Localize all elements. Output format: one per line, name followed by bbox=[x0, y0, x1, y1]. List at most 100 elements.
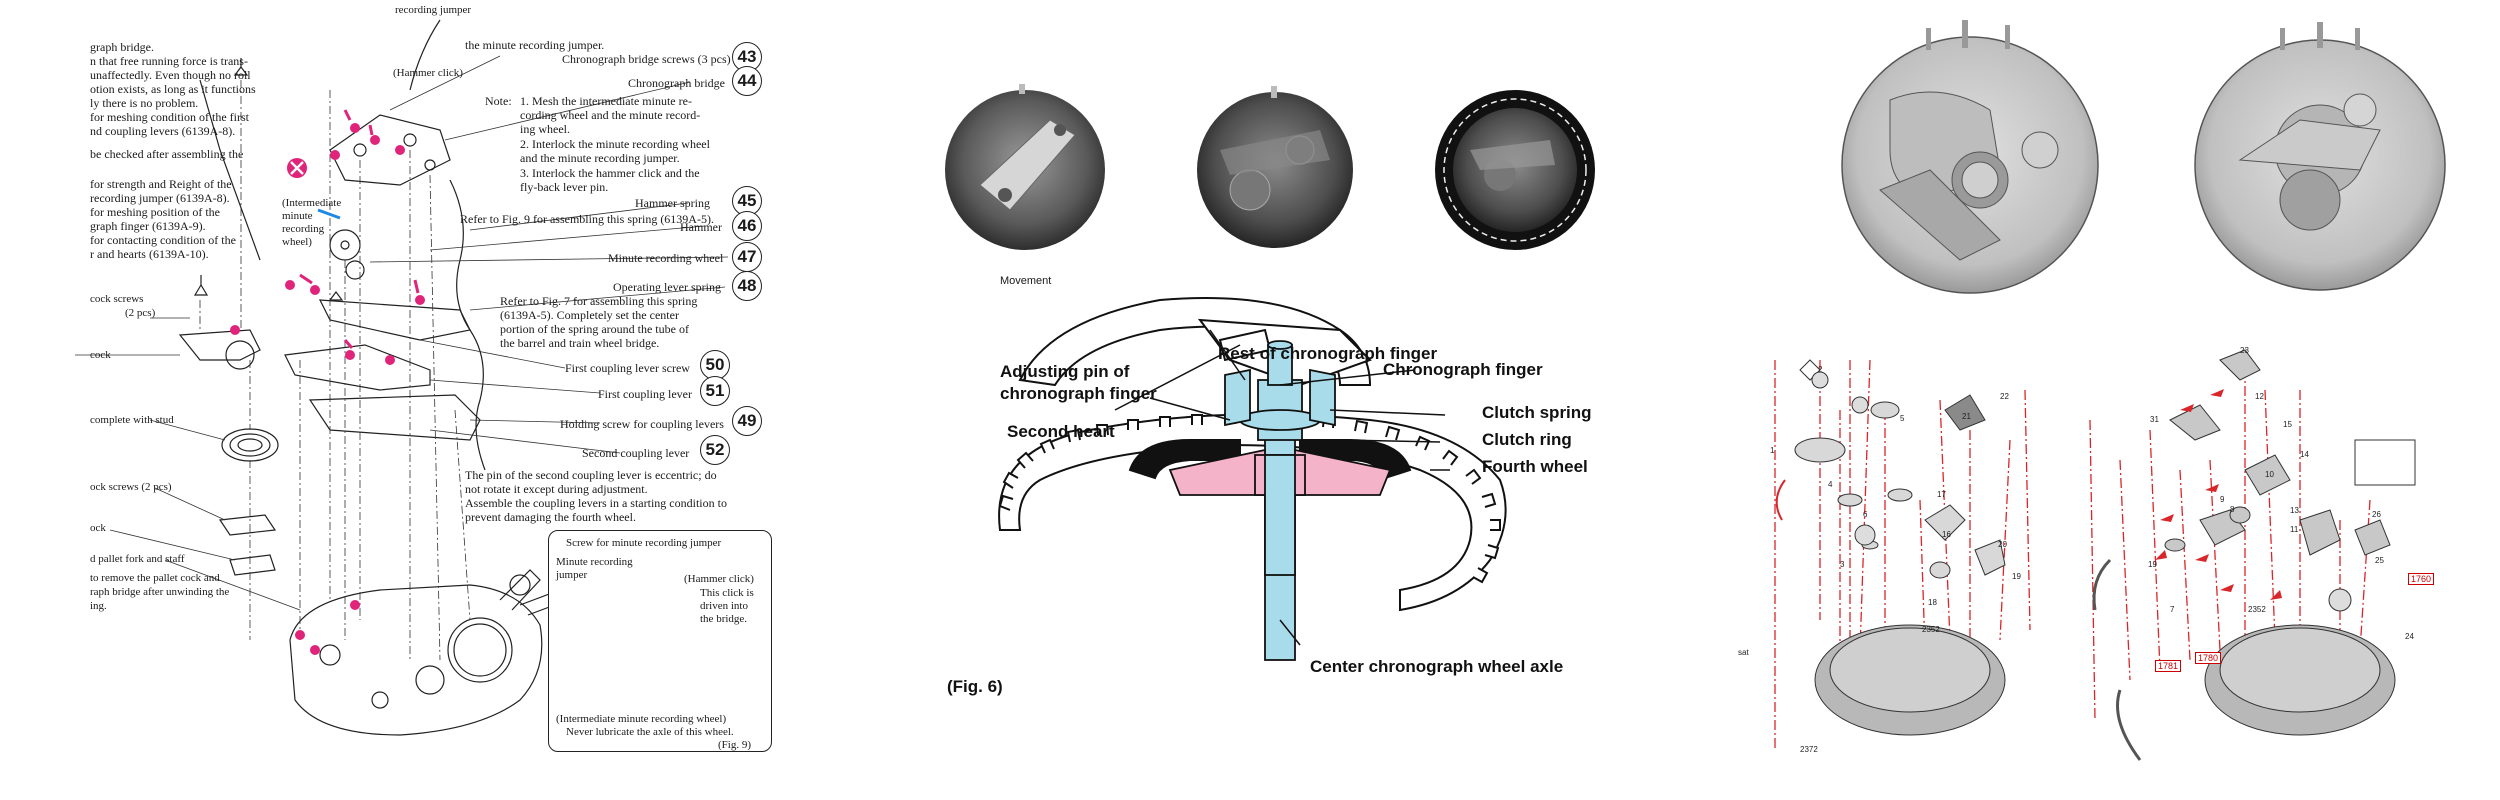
part-number: 3 bbox=[1840, 560, 1845, 569]
side-label: sat bbox=[1738, 648, 1749, 657]
label-adjusting-pin: Adjusting pin of bbox=[1000, 362, 1130, 381]
part-number: 14 bbox=[2300, 450, 2309, 459]
part-number: 13 bbox=[2290, 506, 2299, 515]
part-number: 19 bbox=[2148, 560, 2157, 569]
body-line: ly there is no problem. bbox=[90, 96, 199, 110]
item-text: Second coupling lever bbox=[582, 446, 690, 460]
ref-box: 1780 bbox=[2195, 652, 2222, 664]
part-number: 2352 bbox=[2248, 605, 2266, 614]
part-number: 5 bbox=[1900, 414, 1905, 423]
part-number: 16 bbox=[1942, 530, 1951, 539]
body-line: graph finger (6139A-9). bbox=[90, 219, 206, 233]
part-number: 7 bbox=[2170, 605, 2175, 614]
part-number: 2372 bbox=[1800, 745, 1818, 754]
note-line: ing wheel. bbox=[520, 122, 570, 136]
body-line: for contacting condition of the bbox=[90, 233, 236, 247]
part-number: 25 bbox=[2375, 556, 2384, 565]
part-label: cock screws bbox=[90, 293, 144, 305]
fig9-label: driven into bbox=[700, 600, 748, 612]
body-line: for meshing condition of the first bbox=[90, 110, 249, 124]
item-number: 51 bbox=[700, 376, 730, 406]
part-number: 2352 bbox=[1922, 625, 1940, 634]
item-number: 44 bbox=[732, 66, 762, 96]
item-number: 48 bbox=[732, 271, 762, 301]
body-line: graph bridge. bbox=[90, 40, 154, 54]
item-number: 47 bbox=[732, 242, 762, 272]
label-second-heart: Second heart bbox=[1007, 422, 1115, 441]
item-text: Holding screw for coupling levers bbox=[560, 417, 724, 431]
fig9-label: (Intermediate minute recording wheel) bbox=[556, 713, 727, 725]
item-text: First coupling lever bbox=[598, 387, 692, 401]
manual-page-panel: graph bridge. n that free running force … bbox=[0, 0, 790, 800]
item-text: Minute recording wheel bbox=[608, 251, 724, 265]
note-line: fly-back lever pin. bbox=[520, 180, 609, 194]
part-label: ock screws (2 pcs) bbox=[90, 481, 172, 493]
item-text: Chronograph bridge bbox=[628, 76, 725, 90]
fig9-label: This click is bbox=[700, 587, 754, 599]
ref-box: 1781 bbox=[2155, 660, 2182, 672]
note-line: 2. Interlock the minute recording wheel bbox=[520, 137, 710, 151]
part-number: 31 bbox=[2150, 415, 2159, 424]
part-number: 21 bbox=[1962, 412, 1971, 421]
part-number: 15 bbox=[2283, 420, 2292, 429]
part-number: 6 bbox=[1863, 510, 1868, 519]
label-clutch-spring: Clutch spring bbox=[1482, 403, 1592, 422]
refer-text: (6139A-5). Completely set the center bbox=[500, 308, 679, 322]
body-line: for meshing position of the bbox=[90, 205, 220, 219]
part-number: 24 bbox=[2405, 632, 2414, 641]
label-rest-finger: Rest of chronograph finger bbox=[1218, 344, 1438, 363]
part-label: ock bbox=[90, 522, 106, 534]
part-number: 12 bbox=[2255, 392, 2264, 401]
fig9-label: jumper bbox=[556, 569, 588, 581]
body-line: be checked after assembling the bbox=[90, 147, 244, 161]
pin-note: The pin of the second coupling lever is … bbox=[465, 468, 717, 482]
part-number: 22 bbox=[2000, 392, 2009, 401]
label-clutch-ring: Clutch ring bbox=[1482, 430, 1572, 449]
ref-box: 1760 bbox=[2408, 573, 2435, 585]
fig9-box bbox=[548, 530, 772, 752]
part-label: (Hammer click) bbox=[393, 67, 463, 79]
note-line: 1. Mesh the intermediate minute re- bbox=[520, 94, 692, 108]
label-chrono-finger: Chronograph finger bbox=[1383, 360, 1543, 379]
part-number: 17 bbox=[1937, 490, 1946, 499]
part-label: raph bridge after unwinding the bbox=[90, 586, 230, 598]
item-text: Hammer bbox=[680, 220, 722, 234]
part-label: to remove the pallet cock and bbox=[90, 572, 220, 584]
part-number: 9 bbox=[2220, 495, 2225, 504]
body-line: for strength and Reight of the bbox=[90, 177, 232, 191]
pin-note: not rotate it except during adjustment. bbox=[465, 482, 648, 496]
part-number: 4 bbox=[1828, 480, 1833, 489]
part-label: recording bbox=[282, 223, 325, 235]
part-number: 23 bbox=[2240, 346, 2249, 355]
refer-text: the barrel and train wheel bridge. bbox=[500, 336, 660, 350]
part-label: cock bbox=[90, 349, 111, 361]
part-label: ing. bbox=[90, 600, 107, 612]
label-adjusting-pin-2: chronograph finger bbox=[1000, 384, 1157, 403]
body-line: r and hearts (6139A-10). bbox=[90, 247, 209, 261]
body-line: otion exists, as long as it functions bbox=[90, 82, 256, 96]
part-number: 10 bbox=[2265, 470, 2274, 479]
refer-text: Refer to Fig. 7 for assembling this spri… bbox=[500, 294, 698, 308]
item-text: First coupling lever screw bbox=[565, 361, 690, 375]
exploded-drawings bbox=[1774, 20, 2446, 761]
part-number: 1 bbox=[1770, 446, 1775, 455]
part-label: (Intermediate bbox=[282, 197, 342, 209]
part-label: minute bbox=[282, 210, 313, 222]
chronograph-diagram-panel: Movement bbox=[900, 0, 1660, 800]
part-number: 2 bbox=[1818, 365, 1823, 374]
item-number: 46 bbox=[732, 211, 762, 241]
part-label: recording jumper bbox=[395, 4, 472, 16]
movement-photos bbox=[945, 84, 1595, 250]
no-lubricate-icon bbox=[287, 158, 307, 178]
part-number: 26 bbox=[2372, 510, 2381, 519]
movement-caption: Movement bbox=[1000, 275, 1052, 287]
fig9-label: the bridge. bbox=[700, 613, 748, 625]
note-line: and the minute recording jumper. bbox=[520, 151, 680, 165]
exploded-view-panel: 1 2 4 3 5 6 17 16 21 22 20 19 18 2352 23… bbox=[1700, 0, 2500, 800]
note-line: 3. Interlock the hammer click and the bbox=[520, 166, 700, 180]
refer-text: portion of the spring around the tube of bbox=[500, 322, 689, 336]
item-number: 43 bbox=[732, 42, 762, 72]
note-line: cording wheel and the minute record- bbox=[520, 108, 701, 122]
part-label: (2 pcs) bbox=[125, 307, 156, 319]
part-number: 11 bbox=[2290, 525, 2299, 534]
